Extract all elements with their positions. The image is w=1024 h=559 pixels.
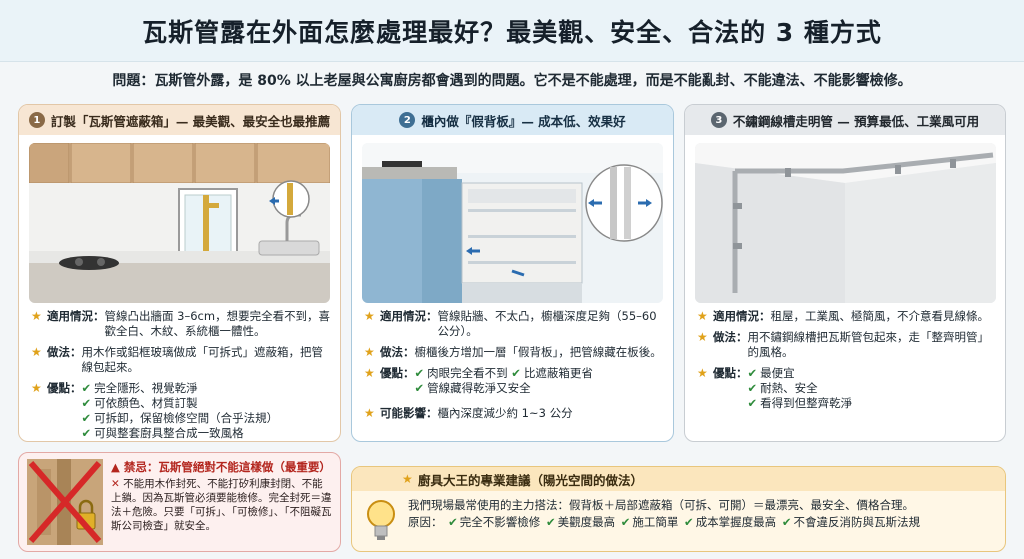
expert-tip-box: ★ 廚具大王的專業建議（陽光空間的做法） 我們現場最常使用的主力搭法：假背板＋局…: [351, 466, 1006, 552]
star-icon: ★: [364, 309, 375, 323]
situation-row: ★ 適用情況： 管線貼牆、不太凸，櫥櫃深度足夠（55–60 公分）。: [364, 309, 657, 338]
check-icon: ✔: [747, 396, 758, 410]
page-title: 瓦斯管露在外面怎麼處理最好？最美觀、安全、合法的 3 種方式: [142, 17, 882, 47]
star-icon: ★: [697, 309, 708, 323]
warning-box: ▲ 禁忌：瓦斯管絕對不能這樣做（最重要） ✕ 不能用木作封死、不能打矽利康封閉、…: [18, 452, 341, 552]
panel-details: ★ 適用情況： 租屋，工業風、極簡風，不介意看見線條。 ★ 做法： 用不鏽鋼線槽…: [697, 309, 997, 417]
locked-cabinet-icon: [27, 459, 103, 545]
check-icon: ✔: [747, 381, 758, 395]
header: 瓦斯管露在外面怎麼處理最好？最美觀、安全、合法的 3 種方式: [0, 0, 1024, 62]
panel-heading: 1 訂製「瓦斯管遮蔽箱」— 最美觀、最安全也最推薦: [19, 105, 340, 135]
pros-row: ★ 優點： ✔肉眼完全看不到 ✔比遮蔽箱更省 ✔管線藏得乾淨又安全: [364, 366, 665, 396]
star-icon: ★: [31, 345, 42, 359]
panel-title: 櫃內做『假背板』— 成本低、效果好: [421, 113, 626, 129]
cabinet-backboard-illustration: [362, 143, 663, 303]
kitchen-cover-box-illustration: [29, 143, 330, 303]
panel-number: 2: [399, 112, 416, 128]
panel-steel-trunking: 3 不鏽鋼線槽走明管 — 預算最低、工業風可用 ★ 適用情況： 租屋，工業風、極…: [684, 104, 1006, 442]
tip-heading: ★ 廚具大王的專業建議（陽光空間的做法）: [352, 467, 1005, 491]
check-icon: ✔: [414, 366, 425, 380]
check-icon: ✔: [81, 411, 92, 425]
star-icon: ★: [31, 381, 42, 395]
panel-number: 1: [28, 112, 45, 128]
tip-reasons: 原因： ✔完全不影響檢修 ✔美觀度最高 ✔施工簡單 ✔成本掌握度最高 ✔不會違反…: [408, 515, 920, 529]
panel-title: 訂製「瓦斯管遮蔽箱」— 最美觀、最安全也最推薦: [50, 113, 331, 129]
situation-row: ★ 適用情況： 管線凸出牆面 3–6cm，想要完全看不到，喜歡全白、木紋、系統櫃…: [31, 309, 331, 338]
pros-row: ★ 優點： ✔完全隱形、視覺乾淨 ✔可依顏色、材質訂製 ✔可拆卸，保留檢修空間（…: [31, 381, 332, 441]
check-icon: ✔: [545, 515, 556, 529]
star-icon: ★: [697, 330, 708, 344]
star-icon: ★: [364, 345, 375, 359]
pro-item: ✔耐熱、安全: [747, 381, 818, 395]
warning-icon: ▲: [111, 460, 124, 474]
pro-item: ✔完全隱形、視覺乾淨: [81, 381, 198, 395]
panel-title: 不鏽鋼線槽走明管 — 預算最低、工業風可用: [732, 113, 980, 129]
panel-number: 3: [710, 112, 727, 128]
pro-item: ✔管線藏得乾淨又安全: [414, 381, 531, 395]
method-row: ★ 做法： 用木作或鋁框玻璃做成「可拆式」遮蔽箱，把管線包起來。: [31, 345, 323, 374]
check-icon: ✔: [620, 515, 631, 529]
panel-false-backboard: 2 櫃內做『假背板』— 成本低、效果好: [351, 104, 674, 442]
panel-details: ★ 適用情況： 管線凸出牆面 3–6cm，想要完全看不到，喜歡全白、木紋、系統櫃…: [31, 309, 332, 441]
method-row: ★ 做法： 用不鏽鋼線槽把瓦斯管包起來，走「整齊明管」的風格。: [697, 330, 989, 359]
pro-item: ✔可依顏色、材質訂製: [81, 396, 198, 410]
check-icon: ✔: [81, 426, 92, 440]
lightbulb-icon: [364, 497, 398, 545]
pro-item: ✔看得到但整齊乾淨: [747, 396, 853, 410]
check-icon: ✔: [781, 515, 792, 529]
check-icon: ✔: [448, 515, 458, 529]
pros-row: ★ 優點： ✔最便宜 ✔耐熱、安全 ✔看得到但整齊乾淨: [697, 366, 997, 411]
pro-item: ✔最便宜: [747, 366, 795, 380]
check-icon: ✔: [81, 381, 92, 395]
panel-gas-cover-box: 1 訂製「瓦斯管遮蔽箱」— 最美觀、最安全也最推薦: [18, 104, 341, 442]
warning-text: ✕ 不能用木作封死、不能打矽利康封閉、不能上鎖。因為瓦斯管必須要能檢修。完全封死…: [111, 478, 332, 532]
panel-heading: 3 不鏽鋼線槽走明管 — 預算最低、工業風可用: [685, 105, 1005, 135]
steel-trunking-illustration: [695, 143, 996, 303]
warning-title: ▲ 禁忌：瓦斯管絕對不能這樣做（最重要）: [111, 460, 331, 474]
star-icon: ★: [364, 406, 375, 420]
intro-text: 問題：瓦斯管外露，是 80% 以上老屋與公寓廚房都會遇到的問題。它不是不能處理，…: [112, 73, 912, 89]
pro-item: ✔可與整套廚具整合成一致風格: [81, 426, 244, 440]
star-icon: ★: [31, 309, 42, 323]
check-icon: ✔: [511, 366, 521, 380]
tip-line: 我們現場最常使用的主力搭法：假背板＋局部遮蔽箱（可拆、可開）＝最漂亮、最安全、價…: [408, 498, 914, 512]
situation-row: ★ 適用情況： 租屋，工業風、極簡風，不介意看見線條。: [697, 309, 989, 323]
method-row: ★ 做法： 櫥櫃後方增加一層「假背板」，把管線藏在板後。: [364, 345, 662, 359]
star-icon: ★: [364, 366, 375, 380]
check-icon: ✔: [81, 396, 92, 410]
check-icon: ✔: [414, 381, 425, 395]
pro-item: ✔可拆卸，保留檢修空間（合乎法規）: [81, 411, 279, 425]
check-icon: ✔: [684, 515, 694, 529]
x-icon: ✕: [111, 478, 120, 490]
panel-heading: 2 櫃內做『假背板』— 成本低、效果好: [352, 105, 673, 135]
impact-row: ★ 可能影響： 櫃內深度減少約 1~3 公分: [364, 406, 573, 420]
panel-details: ★ 適用情況： 管線貼牆、不太凸，櫥櫃深度足夠（55–60 公分）。 ★ 做法：…: [364, 309, 665, 427]
check-icon: ✔: [747, 366, 758, 380]
star-icon: ★: [402, 472, 413, 486]
tip-content: 我們現場最常使用的主力搭法：假背板＋局部遮蔽箱（可拆、可開）＝最漂亮、最安全、價…: [408, 497, 995, 531]
star-icon: ★: [697, 366, 708, 380]
pro-item: ✔肉眼完全看不到 ✔比遮蔽箱更省: [414, 366, 593, 380]
